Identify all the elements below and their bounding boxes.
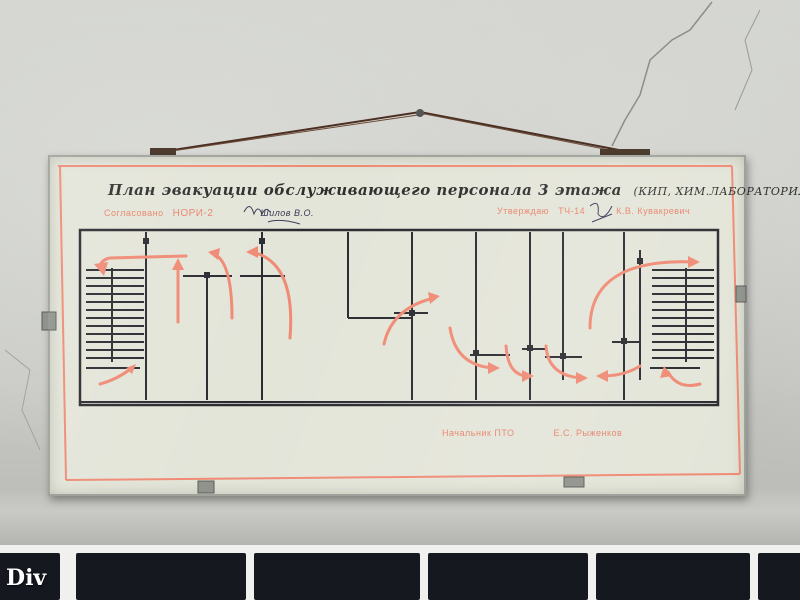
tile-row [0, 545, 800, 600]
approval-right-org: ТЧ-14 [558, 206, 586, 216]
arrow-heads [94, 246, 700, 384]
door-markers [143, 238, 643, 359]
plan-title: План эвакуации обслуживающего персонала … [108, 181, 800, 199]
chief-label: Начальник ПТО [442, 428, 515, 438]
tile [76, 553, 246, 600]
interior-walls [86, 232, 700, 400]
approval-right-label: Утверждаю [497, 206, 550, 216]
chief-signature-line: Начальник ПТО Е.С. Рыженков [442, 428, 622, 438]
frame-clips [41, 285, 747, 494]
signatures [243, 202, 613, 225]
chief-name: Е.С. Рыженков [553, 428, 623, 438]
tile [254, 553, 420, 600]
tile [758, 553, 800, 600]
tile [596, 553, 750, 600]
approval-right-name: К.В. Кувакревич [616, 206, 691, 216]
tile [0, 553, 60, 600]
watermark: Div [6, 565, 47, 591]
approval-right: Утверждаю ТЧ-14 К.В. Кувакревич [497, 206, 690, 216]
plan-title-main: План эвакуации обслуживающего персонала … [108, 181, 622, 199]
wall-ledge [0, 488, 800, 546]
left-staircase [86, 268, 144, 362]
approval-left-name: Шилов В.О. [260, 208, 314, 218]
poster-border [58, 165, 741, 481]
plan-title-subtitle: (КИП, ХИМ.ЛАБОРАТОРИЯ) [633, 185, 800, 198]
approval-left: Согласовано НОРИ-2 Шилов В.О. [104, 208, 314, 219]
approval-left-org: НОРИ-2 [172, 208, 214, 219]
tile [428, 553, 588, 600]
approval-left-label: Согласовано [104, 208, 164, 218]
evacuation-plan-frame [48, 155, 746, 496]
right-staircase [652, 268, 714, 362]
floor-plan-outline [78, 228, 720, 407]
